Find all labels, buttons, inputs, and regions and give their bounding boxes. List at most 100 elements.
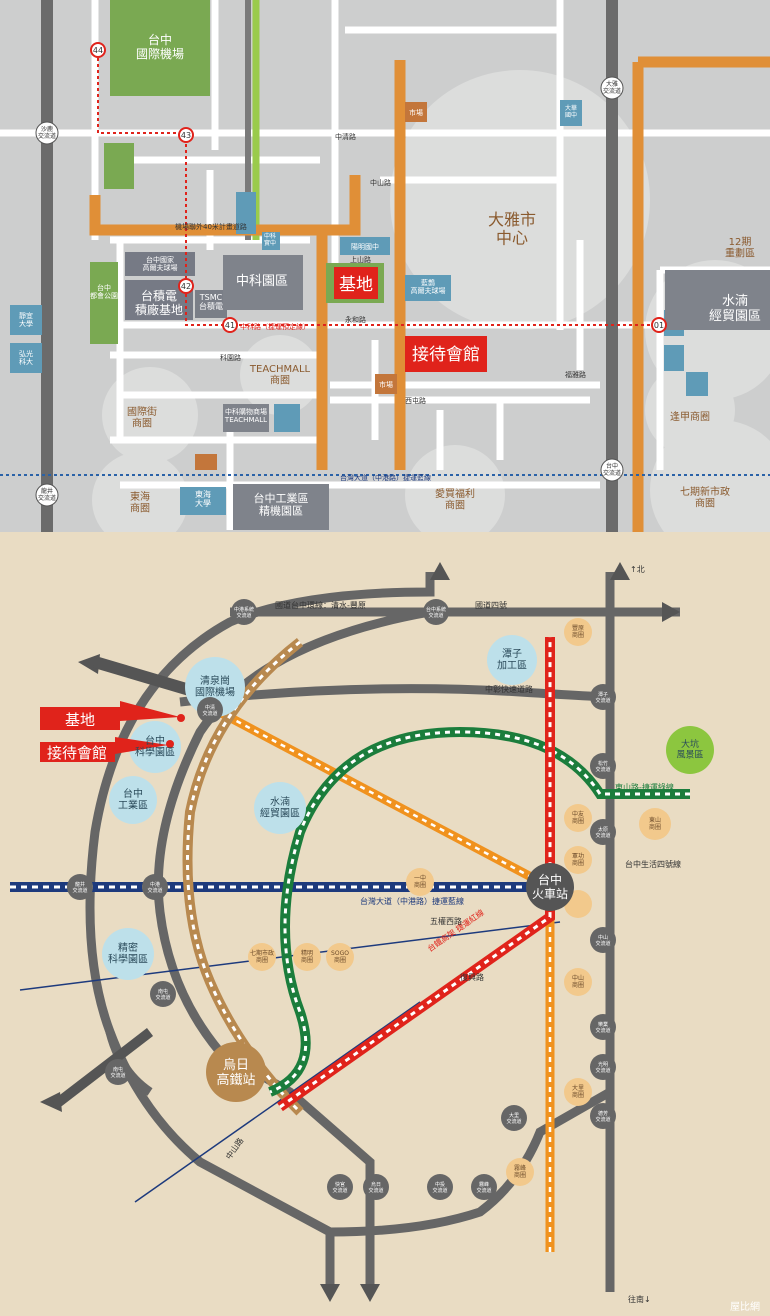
market-block-1 [405, 102, 427, 122]
ic-19: 南屯交流道 [110, 1066, 125, 1079]
dakeng-circle [666, 726, 714, 774]
shuinan-block [665, 270, 770, 330]
ic-7: 中山交流道 [595, 934, 610, 947]
label-golf: 台中國家高爾夫球場 [143, 255, 178, 272]
label-industrial: 台中工業區 [118, 787, 148, 812]
exit-41: 41 [225, 321, 235, 330]
commerce-circles [248, 618, 671, 1186]
road-label-airport: 機場聯外40米計畫道路 [175, 222, 247, 231]
tunghai-univ-block [180, 487, 226, 515]
exit-01: 01 [654, 321, 664, 330]
ic-label-longjing: 龍井交流道 [38, 487, 56, 502]
road-label-xitun: 西屯路 [405, 396, 426, 405]
school-block-2 [664, 345, 684, 371]
ic-0: 中港系統交流道 [234, 606, 254, 619]
orange-line-zhongqing-dash [209, 705, 551, 889]
label-qiqi: 七期市政商圈 [250, 949, 274, 964]
label-shuinan: 水湳經貿園區 [260, 795, 300, 820]
label-tunghai-univ: 東海大學 [195, 489, 211, 508]
top-road-labels: 中清路 機場聯外40米計畫道路 中科路（捷運預定線） 台灣大道（中港路）捷運藍線… [175, 132, 586, 482]
label-qingquan: 清泉崗國際機場 [195, 674, 235, 699]
road-fuxing: 復興路 [460, 972, 484, 982]
exit-43: 43 [181, 131, 191, 140]
exit-44: 44 [93, 46, 103, 55]
fuke-block [274, 404, 300, 432]
ic-4: 松竹交流道 [595, 760, 610, 773]
label-market-1: 市場 [409, 108, 423, 117]
golf-block [125, 252, 195, 276]
label-dali: 大里商圈 [572, 1084, 584, 1099]
highway-arrows [40, 562, 680, 1302]
zone-labels: 清泉崗國際機場 台中科學園區 台中工業區 水湳經貿園區 精密科學園區 潭子加工區… [108, 648, 704, 966]
label-tsmc-base: 台積電積廠基地 [135, 288, 183, 317]
south-label: 往南↓ [628, 1294, 651, 1304]
road-label-taiwan-blvd: 台灣大道（中港路）捷運藍線 [340, 473, 431, 482]
label-jingwu: 中友商圈 [572, 810, 584, 825]
top-area-map: 44 43 42 41 01 台中國際機場 大雅市中心 中科園區 台積電積廠基地… [0, 0, 770, 532]
north-label: ↑北 [630, 565, 645, 574]
reception-marker [405, 336, 487, 372]
road-label-kexue: 科園路 [220, 353, 241, 362]
label-base: 基地 [339, 275, 373, 295]
ic-18: 德芳交流道 [595, 1110, 610, 1123]
label-daya-center: 大雅市中心 [488, 210, 536, 247]
wuri-hsr-marker [206, 1042, 266, 1102]
label-jingming: 精明商圈 [301, 949, 313, 964]
interchange-nodes [67, 599, 616, 1200]
label-hongguang: 弘光科大 [19, 349, 33, 366]
road-nat4: 國道台中環線：清水-豐原 [275, 600, 366, 610]
teachmall-block [223, 404, 269, 432]
top-interchange-labels: 沙鹿交流道 大雅交流道 台中交流道 龍井交流道 [38, 80, 621, 502]
reception-dot [166, 740, 174, 748]
airport-block [110, 0, 210, 96]
label-base-callout: 基地 [65, 711, 95, 729]
label-zhongke-park: 中科園區 [236, 274, 288, 289]
ic-9: 中港交流道 [147, 881, 162, 894]
hospital-block [195, 454, 217, 470]
base-callout-shape [40, 701, 180, 730]
reception-callout-shape [40, 737, 168, 762]
label-redev-12: 12期重劃區 [725, 236, 755, 260]
base-dot [177, 714, 185, 722]
arrow-southwest-road [51, 1028, 154, 1109]
bottom-map-background [0, 532, 770, 1316]
label-zhongke-hs: 中科實中 [264, 232, 276, 247]
industrial-park-block [233, 484, 329, 530]
dashed-routes [97, 52, 655, 326]
label-donghai: 東山商圈 [649, 816, 661, 831]
road-label-fuxing: 福雅路 [565, 370, 586, 379]
ic-label-shalu: 沙鹿交流道 [38, 125, 56, 140]
label-wufeng: 霧峰商圈 [514, 1164, 526, 1179]
ic-17: 光明交流道 [595, 1061, 610, 1074]
road-donghai-green: 東山路-捷運綠線 [615, 782, 674, 792]
label-airport: 台中國際機場 [136, 32, 184, 61]
commerce-labels: 豐原商圈 中友商圈 軍功商圈 中山商圈 大里商圈 霧峰商圈 一中商圈 七期市政商… [250, 624, 661, 1179]
ic-13: 中投交流道 [432, 1181, 447, 1194]
taichung-metro-park [90, 262, 118, 344]
market-block-2 [375, 374, 397, 394]
label-taichung-station: 台中火車站 [532, 872, 568, 901]
daya-jr-block [560, 100, 582, 126]
label-fengyuan: 豐原商圈 [572, 624, 584, 639]
ic-label-dalu: 大雅交流道 [603, 80, 621, 95]
road-wuquan: 五權西路 [430, 916, 462, 926]
bottom-schematic-map: 基地 接待會館 清泉崗國際機場 台中科學園區 台中工業區 水湳經貿園區 精密科學… [0, 532, 770, 1316]
label-dakeng: 大坑風景區 [676, 738, 703, 760]
jingtang-block [10, 305, 42, 335]
ic-10: 南屯交流道 [155, 988, 170, 1001]
label-beitun: 軍功商圈 [572, 852, 584, 867]
ic-3: 潭子交流道 [595, 691, 610, 704]
exit-42: 42 [181, 282, 191, 291]
label-zhongke: 台中科學園區 [135, 734, 175, 759]
road-zhongzhang: 中彰快速道路 [485, 684, 533, 694]
label-qiqi-area: 七期新市政商圈 [680, 485, 730, 510]
ic-16: 樂業交流道 [595, 1021, 610, 1034]
interchange-labels: 中港系統交流道 台中系統交流道 中清交流道 潭子交流道 松竹交流道 太原交流道 … [72, 606, 610, 1194]
road-life: 台中生活四號線 [625, 859, 681, 869]
label-yizhong: 一中商圈 [414, 874, 426, 889]
ic-6: 太原交流道 [595, 826, 610, 839]
hongguang-block [10, 343, 42, 373]
